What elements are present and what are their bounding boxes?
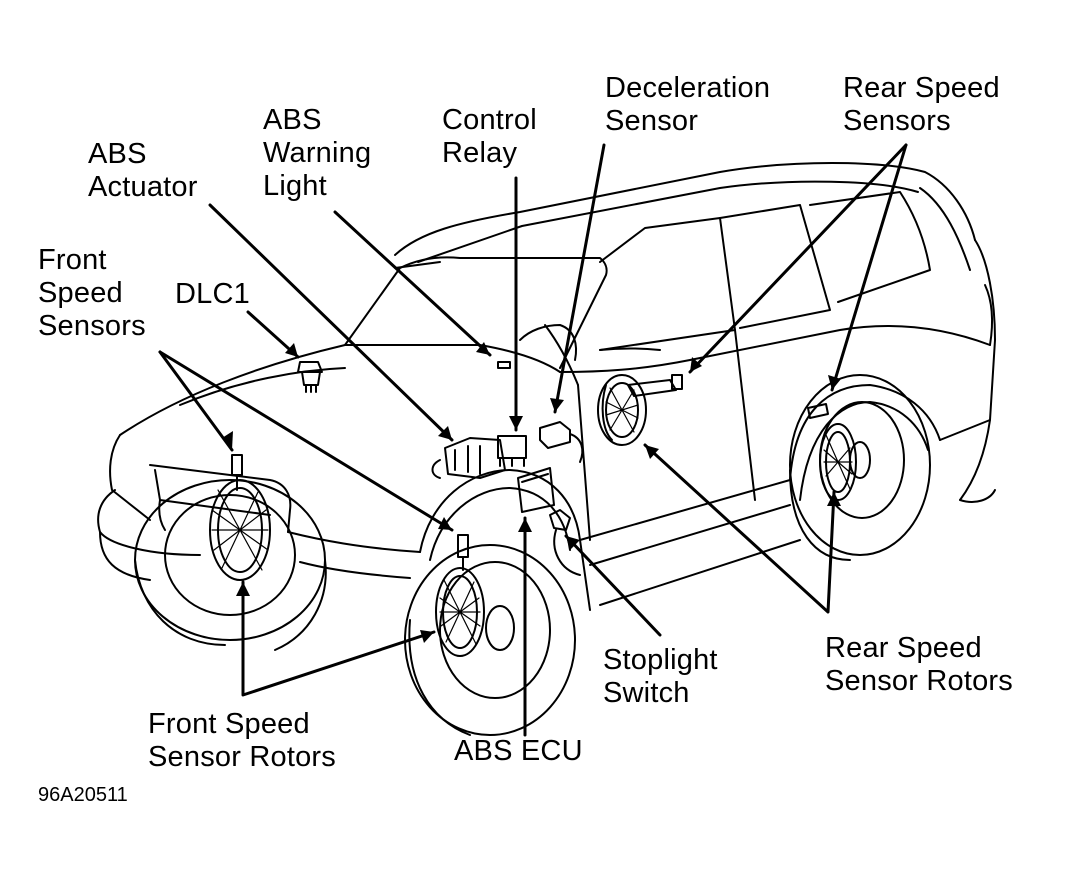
abs-warning-light-part bbox=[497, 361, 511, 369]
stoplight-switch bbox=[549, 509, 581, 576]
label-control-relay: Control Relay bbox=[442, 104, 537, 169]
abs-warning-light-leader bbox=[333, 210, 492, 357]
arrowhead bbox=[828, 375, 841, 390]
arrowhead bbox=[438, 517, 452, 530]
label-front-speed-sensor-rotors: Front Speed Sensor Rotors bbox=[148, 708, 336, 773]
rear-speed-sensor-rotors-leader bbox=[643, 443, 836, 614]
arrowhead bbox=[645, 445, 659, 459]
rear-right-wheel bbox=[789, 374, 931, 561]
deceleration-sensor-leader bbox=[553, 143, 606, 414]
label-abs-ecu: ABS ECU bbox=[454, 735, 583, 767]
front-right-speed-sensor bbox=[457, 534, 469, 571]
arrowhead bbox=[518, 518, 532, 532]
front-right-wheel bbox=[404, 544, 576, 736]
rear-speed-sensors-leader-right bbox=[830, 143, 908, 392]
deceleration-sensor bbox=[539, 421, 584, 463]
arrowhead bbox=[550, 398, 564, 412]
control-relay bbox=[497, 435, 527, 467]
leader-lines bbox=[158, 143, 908, 737]
arrowhead bbox=[690, 357, 702, 372]
arrowhead bbox=[509, 416, 523, 430]
figure-code: 96A20511 bbox=[38, 784, 128, 806]
arrowhead bbox=[566, 536, 580, 550]
label-abs-warning-light: ABS Warning Light bbox=[263, 104, 372, 202]
label-front-speed-sensors: Front Speed Sensors bbox=[38, 244, 146, 342]
abs-actuator-leader bbox=[208, 203, 454, 442]
dlc1-connector bbox=[297, 361, 323, 393]
front-left-speed-sensor bbox=[231, 454, 243, 491]
front-speed-sensors-leader-left bbox=[158, 350, 234, 452]
front-left-sensor-rotor bbox=[209, 479, 271, 581]
arrowhead bbox=[476, 342, 490, 355]
vehicle-body bbox=[97, 162, 996, 611]
rear-right-sensor-rotor bbox=[819, 423, 857, 501]
label-rear-speed-sensor-rotors: Rear Speed Sensor Rotors bbox=[825, 632, 1013, 697]
front-left-wheel bbox=[134, 479, 327, 651]
arrowhead bbox=[827, 492, 841, 506]
arrowhead bbox=[236, 582, 250, 596]
front-right-sensor-rotor bbox=[435, 567, 485, 657]
abs-ecu bbox=[517, 467, 555, 513]
rear-right-speed-sensor bbox=[807, 403, 829, 419]
arrowhead bbox=[420, 630, 434, 643]
arrowhead bbox=[285, 343, 298, 357]
label-dlc1: DLC1 bbox=[175, 278, 250, 310]
label-abs-actuator: ABS Actuator bbox=[88, 138, 198, 203]
label-rear-speed-sensors: Rear Speed Sensors bbox=[843, 72, 1000, 137]
rear-speed-sensors-leader-left bbox=[688, 143, 908, 374]
abs-actuator bbox=[431, 437, 506, 479]
rear-left-speed-sensor bbox=[627, 374, 683, 397]
arrowhead bbox=[438, 426, 452, 440]
label-stoplight-switch: Stoplight Switch bbox=[603, 644, 718, 709]
front-speed-sensors-leader-right bbox=[158, 350, 454, 532]
stoplight-switch-leader bbox=[564, 534, 662, 637]
rear-left-sensor-rotor bbox=[597, 374, 647, 446]
label-deceleration-sensor: Deceleration Sensor bbox=[605, 72, 771, 137]
arrowheads bbox=[222, 342, 841, 643]
front-speed-sensor-rotors-leader bbox=[241, 580, 436, 697]
arrowhead bbox=[222, 431, 233, 450]
